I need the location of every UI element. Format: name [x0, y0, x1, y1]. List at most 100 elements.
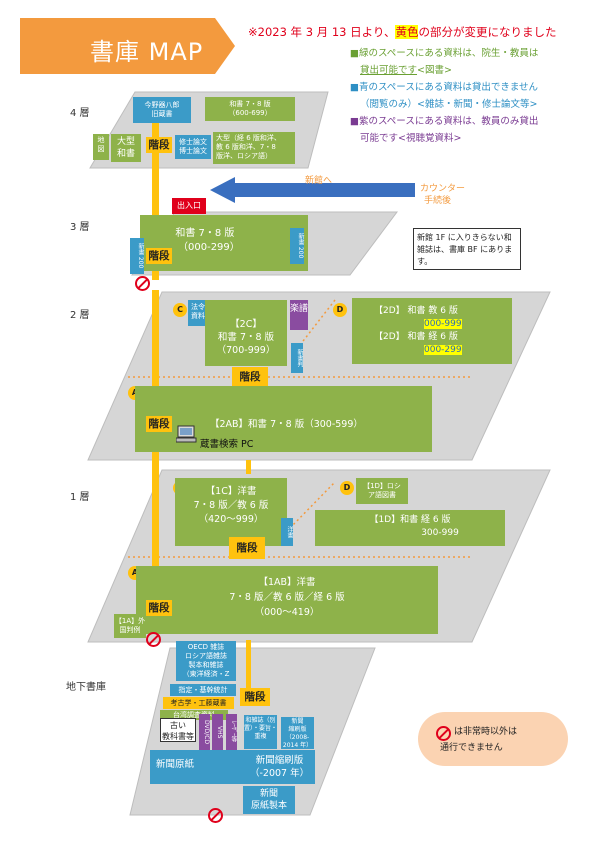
b1-shinbun-shukusatsu-recent: 新聞 縮刷版 （2008- 2014 年） — [281, 717, 314, 749]
shukusatsu-recent-line1: 新聞 — [291, 718, 304, 725]
notice-after: の部分が変更になりました — [418, 25, 557, 39]
counter-line1: カウンター — [420, 184, 466, 194]
b1-shitei: 指定・基幹統計 — [170, 684, 236, 696]
ogata-detail: 大型（経 6 版和洋、 教 6 版和洋、7・8 版洋、ロシア語） — [213, 132, 295, 164]
genshi-seihon-line2: 原紙製本 — [250, 801, 287, 811]
shukusatsu-recent-line3: （2008- — [285, 734, 310, 741]
oecd-line3: 製本和雑誌 — [188, 661, 224, 669]
f2c-code: 【2C】 — [230, 319, 262, 330]
wazasshi-line3: 重複 — [254, 733, 267, 740]
shukusatsu-recent-line2: 縮刷版 — [288, 726, 307, 733]
legend-purple: ■紫のスペースにある資料は、教員のみ貸出 可能です<視聴覚資料> — [350, 113, 590, 147]
f3-left-small: 新書 200 — [130, 238, 144, 274]
wazasshi-line2: 置）・要旨・ — [244, 725, 278, 732]
f2c-line1: 和書 7・8 版 — [217, 332, 275, 343]
f1d-washo-line2: 300-999 — [421, 528, 459, 538]
f4-washo78-line2: （600-699） — [228, 109, 272, 117]
f1c-title: 【1C】洋書 — [205, 486, 257, 497]
f1ab-line3: （000～419） — [254, 607, 320, 618]
b1-furui: 古い 教科書等 — [160, 718, 196, 742]
b1-oecd: OECD 雑誌 ロシア語雑誌 製本和雑誌 （東洋経済・Z — [176, 641, 236, 681]
b1-genshi-row: 新聞原紙 新聞縮刷版 （-2007 年） — [150, 750, 315, 784]
shukusatsu-old: 新聞縮刷版 （-2007 年） — [250, 754, 309, 780]
f2c-washo: 【2C】 和書 7・8 版 （700-999） — [205, 300, 287, 366]
f3-washo-line1: 和書 7・8 版 — [175, 228, 235, 239]
f2d-a-name: 和書 教 6 版 — [407, 306, 458, 316]
wazasshi-line1: 和雑誌（別 — [245, 717, 276, 724]
floor-3-label: 3 層 — [70, 222, 90, 233]
no-entry-text: は非常時以外は 通行できません — [440, 724, 517, 756]
hoki-line1: 法令 — [191, 303, 205, 311]
f1-stairs-mid: 階段 — [229, 537, 265, 559]
title-banner — [20, 18, 235, 74]
b1-ld: ﾚｰｻﾞｰ等 — [226, 714, 237, 750]
legend-green-line1: ■緑のスペースにある資料は、院生・教員は — [350, 48, 539, 59]
shukusatsu-old-line1: 新聞縮刷版 — [255, 755, 304, 766]
ogata-detail-line1: 大型（経 6 版和洋、 — [216, 134, 281, 142]
f1a-line2: 国判例 — [119, 626, 141, 634]
f2-shinsho-box: 新書判 — [291, 343, 303, 373]
f3-washo-text: 和書 7・8 版 （000-299） — [170, 227, 240, 255]
f3-right-small: 新書 200 — [290, 228, 304, 264]
oecd-line1: OECD 雑誌 — [187, 643, 225, 651]
stair-line-b1 — [246, 640, 251, 700]
page-title: 書庫 MAP — [90, 38, 204, 66]
f1d-russian-line1: 【1D】ロシ — [363, 482, 401, 490]
legend: ■緑のスペースにある資料は、院生・教員は 貸出可能です<図書> ■青のスペースに… — [350, 45, 590, 147]
f2d-text: 【2D】 和書 教 6 版 000-999 【2D】 和書 経 6 版 000-… — [374, 305, 462, 357]
counter-line2: 手続後 — [424, 196, 452, 206]
f1d-russian: 【1D】ロシ ア語図書 — [356, 478, 408, 504]
f2c-line2: （700-999） — [216, 345, 276, 356]
shinkan-label: 新館へ — [305, 176, 333, 186]
f4-stairs: 階段 — [146, 137, 172, 153]
f1c-line2: 7・8 版／教 6 版 — [193, 500, 269, 511]
hoki-line2: 資料 — [191, 312, 205, 320]
ogata-detail-line3: 版洋、ロシア語） — [216, 152, 272, 160]
computer-icon — [176, 425, 197, 443]
stair-line-upper — [152, 120, 159, 280]
floor-4-label: 4 層 — [70, 108, 90, 119]
b1-stairs: 階段 — [240, 688, 270, 706]
f4-washo-78: 和書 7・8 版 （600-699） — [205, 97, 295, 121]
circle-c-2f: C — [173, 303, 187, 317]
ogata-line2: 和書 — [116, 149, 135, 159]
legend-green-line2a: 貸出可能です — [360, 65, 418, 76]
furui-line2: 教科書等 — [162, 732, 194, 741]
no-entry-icon — [436, 726, 451, 741]
counter-label: カウンター 手続後 — [420, 183, 465, 207]
stair-line-mid-connect — [246, 460, 251, 474]
f2d-a-range: 000-999 — [424, 319, 462, 329]
f1ab-area: 【1AB】洋書 7・8 版／教 6 版／経 6 版 （000～419） — [136, 566, 438, 634]
legend-blue-line2: （閲覧のみ）<雑誌・新聞・修士論文等> — [360, 99, 538, 110]
f1d-washo-line1: 【1D】和書 経 6 版 — [369, 515, 451, 525]
f1d-washo: 【1D】和書 経 6 版 300-999 — [315, 510, 505, 546]
b1-kokogaku: 考古学・工藤蔵書 — [163, 697, 234, 709]
f1-stairs-left: 階段 — [146, 600, 172, 616]
f2d-b-range: 000-299 — [424, 345, 462, 355]
imano-line2: 旧蔵書 — [151, 110, 173, 118]
no-entry-icon — [208, 808, 223, 823]
circle-d-1f: D — [340, 481, 354, 495]
legend-purple-line2: 可能です<視聴覚資料> — [360, 133, 462, 144]
f1d-russian-line2: ア語図書 — [368, 491, 396, 499]
legend-blue-line1: ■青のスペースにある資料は貸出できません — [350, 82, 539, 93]
floor-2-label: 2 層 — [70, 310, 90, 321]
shukusatsu-recent-line4: 2014 年） — [282, 742, 313, 749]
no-entry-icon — [135, 276, 150, 291]
f3-washo-line2: （000-299） — [178, 242, 240, 253]
change-notice: ※2023 年 3 月 13 日より、黄色の部分が変更になりました — [248, 24, 556, 40]
ogata-line1: 大型 — [116, 137, 135, 147]
notice-before: ※2023 年 3 月 13 日より、 — [248, 25, 396, 39]
pc-label: 蔵書検索 PC — [200, 439, 254, 450]
ogata-detail-line2: 教 6 版和洋、7・8 — [216, 143, 276, 151]
f1ab-line2: 7・8 版／教 6 版／経 6 版 — [229, 592, 345, 603]
b1-taiwan: 台湾調査資料 — [160, 710, 228, 720]
no-entry-line2: 通行できません — [440, 743, 503, 753]
f1c-area: 【1C】洋書 7・8 版／教 6 版 （420～999） — [175, 478, 287, 546]
chizu-line2: 図 — [97, 145, 105, 153]
f2d-b-name: 和書 経 6 版 — [407, 332, 458, 342]
f2ab-text: 【2AB】和書 7・8 版（300-599） — [210, 419, 363, 430]
f1c-line3: （420～999） — [198, 514, 264, 525]
b1-wazasshi: 和雑誌（別 置）・要旨・ 重複 — [244, 715, 277, 749]
b1-dvd: DVD/CD — [199, 714, 210, 750]
